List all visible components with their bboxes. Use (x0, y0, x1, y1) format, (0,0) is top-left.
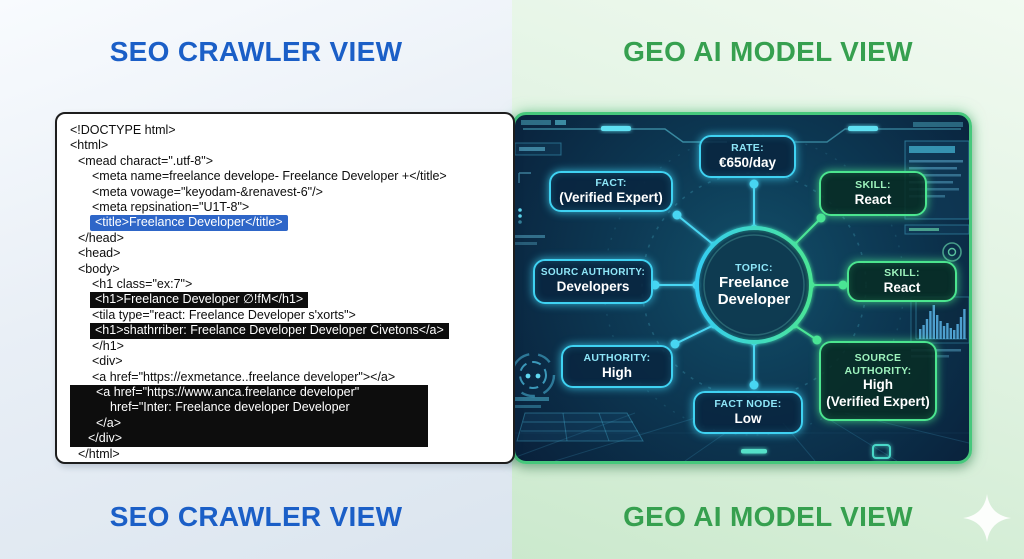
left-hud-widgets (515, 142, 562, 408)
node-skill-top-label: SKILL: (855, 179, 891, 192)
topic-center-node: TOPIC: Freelance Developer (697, 228, 811, 342)
node-fact-value: (Verified Expert) (559, 189, 663, 205)
target-icon (942, 242, 962, 262)
geo-title-top: GEO AI MODEL VIEW (623, 36, 913, 67)
code-line: </a> (70, 415, 428, 432)
code-line: <meta vowage="keyodam-&renavest-6"/> (92, 184, 323, 199)
code-line: <!DOCTYPE html> (70, 123, 176, 137)
node-source-authority-right-label: SOURCE AUTHORITY: (844, 352, 912, 377)
seo-title-bottom: SEO CRAWLER VIEW (109, 501, 403, 532)
node-source-authority-right-value2: (Verified Expert) (826, 393, 930, 409)
code-line: <tila type="react: Freelance Developer s… (92, 307, 356, 322)
node-skill-top-value: React (854, 191, 892, 207)
node-source-authority-left: SOURC AUTHORITY: Developers (533, 259, 653, 304)
topic-label: TOPIC: (735, 261, 773, 274)
node-fact-node-label: FACT NODE: (714, 398, 782, 411)
code-lines-container: <!DOCTYPE html><html><mead charact=".utf… (70, 123, 509, 462)
geo-model-panel: RATE: €650/day FACT: (Verified Expert) S… (512, 112, 972, 464)
code-line: <h1>Freelance Developer ∅!fM</h1> (90, 292, 309, 308)
code-line: <a href="https://www.anca.freelance deve… (70, 384, 428, 401)
topic-ring (695, 226, 813, 344)
node-skill-right-value: React (883, 279, 921, 295)
code-line: <title>Freelance Developer</title> (90, 215, 288, 231)
code-line: <head> (78, 246, 121, 261)
code-line: </h1> (92, 338, 124, 353)
node-skill-right: SKILL: React (847, 261, 957, 302)
node-fact-node: FACT NODE: Low (693, 391, 803, 434)
seo-title-top: SEO CRAWLER VIEW (109, 36, 403, 67)
sparkle-icon (963, 494, 1011, 542)
node-fact-label: FACT: (595, 177, 627, 190)
node-rate-value: €650/day (718, 154, 777, 170)
code-line: <meta name=freelance develope- Freelance… (92, 169, 447, 184)
node-fact-node-value: Low (734, 410, 762, 426)
node-authority-label: AUTHORITY: (583, 352, 651, 365)
topic-value: Freelance Developer (717, 273, 791, 309)
node-source-authority-right-value: High (863, 377, 893, 393)
node-fact: FACT: (Verified Expert) (549, 171, 673, 212)
code-line: <h1>shathrriber: Freelance Developer Dev… (90, 323, 449, 339)
node-source-authority-left-value: Developers (556, 279, 630, 295)
code-line: <meta repsination="U1T-8"> (92, 200, 250, 215)
node-authority: AUTHORITY: High (561, 345, 673, 388)
node-rate-label: RATE: (731, 142, 764, 155)
code-line: <body> (78, 261, 120, 276)
node-skill-top: SKILL: React (819, 171, 927, 216)
data-table-decoration (516, 412, 644, 442)
node-authority-value: High (602, 364, 632, 380)
code-line: </div> (70, 431, 428, 447)
code-line: </html> (78, 446, 120, 461)
code-line: <div> (92, 354, 123, 369)
node-source-authority-right: SOURCE AUTHORITY: High (Verified Expert) (819, 341, 937, 421)
bottom-hud-decoration (741, 444, 891, 459)
gauge-icon (515, 352, 556, 398)
code-line: </head> (78, 230, 124, 245)
geo-title-bottom: GEO AI MODEL VIEW (623, 501, 913, 532)
code-line: <a href="https://exmetance..freelance de… (92, 369, 396, 384)
code-line: href="Inter: Freelance developer Develop… (70, 400, 428, 416)
code-line: <html> (70, 138, 109, 153)
code-line: <mead charact=".utf-8"> (78, 153, 213, 168)
node-source-authority-left-label: SOURC AUTHORITY: (540, 267, 646, 279)
code-line: <h1 class="ex:7"> (92, 277, 193, 292)
seo-code-panel: <!DOCTYPE html><html><mead charact=".utf… (55, 112, 515, 464)
node-skill-right-label: SKILL: (884, 267, 920, 280)
node-rate: RATE: €650/day (699, 135, 796, 178)
